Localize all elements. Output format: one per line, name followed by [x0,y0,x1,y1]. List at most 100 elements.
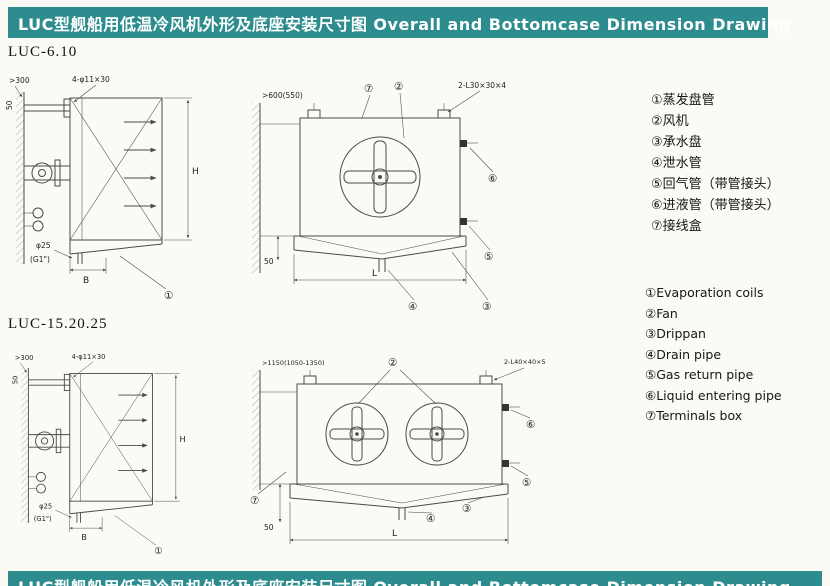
callout-6: ⑥ [526,419,535,431]
evaporator-box [69,97,163,241]
legend-num: ④ [651,156,663,171]
wall [252,370,297,490]
drip-pan [69,240,163,264]
legend-num: ⑦ [651,219,663,234]
mounting-bracket [28,373,71,392]
legend-item: ⑥进液管（带管接头） [651,195,780,216]
drip-pan [69,501,153,523]
legend-text: Fan [656,305,678,321]
callout-7: ⑦ [250,495,259,507]
legend-num: ⑦ [645,408,657,423]
drawing-luc610-side-view: >300 50 4-φ11×30 H [5,75,199,302]
dim-label-H: H [179,434,185,444]
legend-item: ⑥Liquid entering pipe [645,386,782,407]
bolt-label: 4-φ11×30 [72,353,106,361]
angle-steel-label: 2-L40×40×5 [504,358,546,366]
angle-steel-label: 2-L30×30×4 [458,81,506,90]
legend-text: Gas return pipe [656,367,754,382]
dim-label-B: B [83,276,89,286]
dim-B [69,258,107,274]
callout-7: ⑦ [364,83,373,95]
dim-label-50: 50 [5,100,14,110]
wall [252,103,300,273]
bolt-label: 4-φ11×30 [72,75,110,84]
callout-6: ⑥ [488,173,497,185]
legend-item: ④泄水管 [651,153,780,174]
callout-1: ① [164,290,173,302]
legend-text: 风机 [662,114,689,129]
callout-4: ④ [426,513,435,525]
dim-label-1150: >1150(1050-1350) [262,359,325,367]
legend-num: ② [645,305,657,321]
wall [16,92,25,264]
legend-text: Evaporation coils [656,285,764,300]
wall [21,368,29,523]
legend-num: ⑥ [645,387,657,403]
model-label-luc-15-20-25: LUC-15.20.25 [8,316,108,332]
model-label-luc-6-10: LUC-6.10 [8,44,78,60]
legend-item: ④Drain pipe [645,345,782,366]
legend-num: ② [651,114,663,129]
legend-num: ① [645,285,657,300]
drip-pan [289,483,509,520]
legend-item: ⑤Gas return pipe [645,365,782,386]
dim-label-H: H [192,167,199,177]
callout-3: ③ [462,503,471,515]
title-banner: LUC型舰船用低温冷风机外形及底座安装尺寸图 Overall and Botto… [8,7,790,38]
dim-label-L: L [372,269,377,279]
airflow-arrows [124,119,157,209]
callout-5: ⑤ [522,477,531,489]
drawing-luc610-front-view: >600(550) ⑦ ② 2-L30×30×4 ⑥ ⑤ 50 [252,81,506,313]
drain-valves [24,207,44,232]
fan-impeller [339,136,421,218]
pipe-assembly [24,159,70,187]
drawing-luc152025-front-view: >1150(1050-1350) ② 2-L40×40×5 ⑥ ⑤ [250,357,546,544]
pipe-assembly [28,428,70,454]
dim-L [289,498,509,544]
legend-text: Terminals box [656,408,743,423]
legend-item: ①蒸发盘管 [651,90,780,111]
page-title: LUC型舰船用低温冷风机外形及底座安装尺寸图 Overall and Botto… [18,14,791,34]
legend-item: ⑤回气管（带管接头） [651,174,780,195]
mounting-tabs [303,370,493,385]
drain-valves [28,471,46,494]
legend-item: ⑦接线盒 [651,216,780,237]
legend-text: 承水盘 [662,135,702,150]
legend-num: ③ [645,326,657,341]
mounting-tabs [307,103,451,119]
drip-pan [293,235,467,272]
footer-banner: LUC型舰船用低温冷风机外形及底座安装尺寸图 Overall and Botto… [8,571,822,586]
legend-num: ④ [645,346,657,362]
dim-label-600: >600(550) [262,91,303,100]
legend-text: 进液管（带管接头） [662,198,780,213]
legend-num: ① [651,93,663,108]
legend-text: 接线盒 [662,219,702,234]
fan-impeller-left [325,402,389,466]
legend-english: ①Evaporation coils ②Fan ③Drippan ④Drain … [645,283,782,427]
legend-item: ②Fan [645,304,782,325]
unit-casing [296,383,503,485]
footer-title: LUC型舰船用低温冷风机外形及底座安装尺寸图 Overall and Botto… [18,574,791,586]
side-bolts [502,404,520,467]
legend-item: ③承水盘 [651,132,780,153]
legend-text: Drain pipe [656,346,722,362]
dim-label-phi25: φ25 [39,502,52,510]
dim-label-300: >300 [15,354,34,362]
dim-B [69,517,103,532]
legend-text: 回气管（带管接头） [662,177,780,192]
side-bolts [460,140,478,225]
legend-text: 泄水管 [662,156,702,171]
callout-2: ② [394,81,403,93]
dim-label-50: 50 [264,523,274,532]
mounting-bracket [24,98,71,118]
legend-item: ⑦Terminals box [645,406,782,427]
dim-label-phi25: φ25 [36,241,51,250]
legend-num: ③ [651,135,663,150]
callout-4: ④ [408,301,417,313]
legend-item: ③Drippan [645,324,782,345]
evaporator-box [69,373,153,502]
legend-text: Liquid entering pipe [656,387,782,403]
airflow-arrows [118,392,148,473]
legend-num: ⑥ [651,198,663,213]
legend-item: ①Evaporation coils [645,283,782,304]
